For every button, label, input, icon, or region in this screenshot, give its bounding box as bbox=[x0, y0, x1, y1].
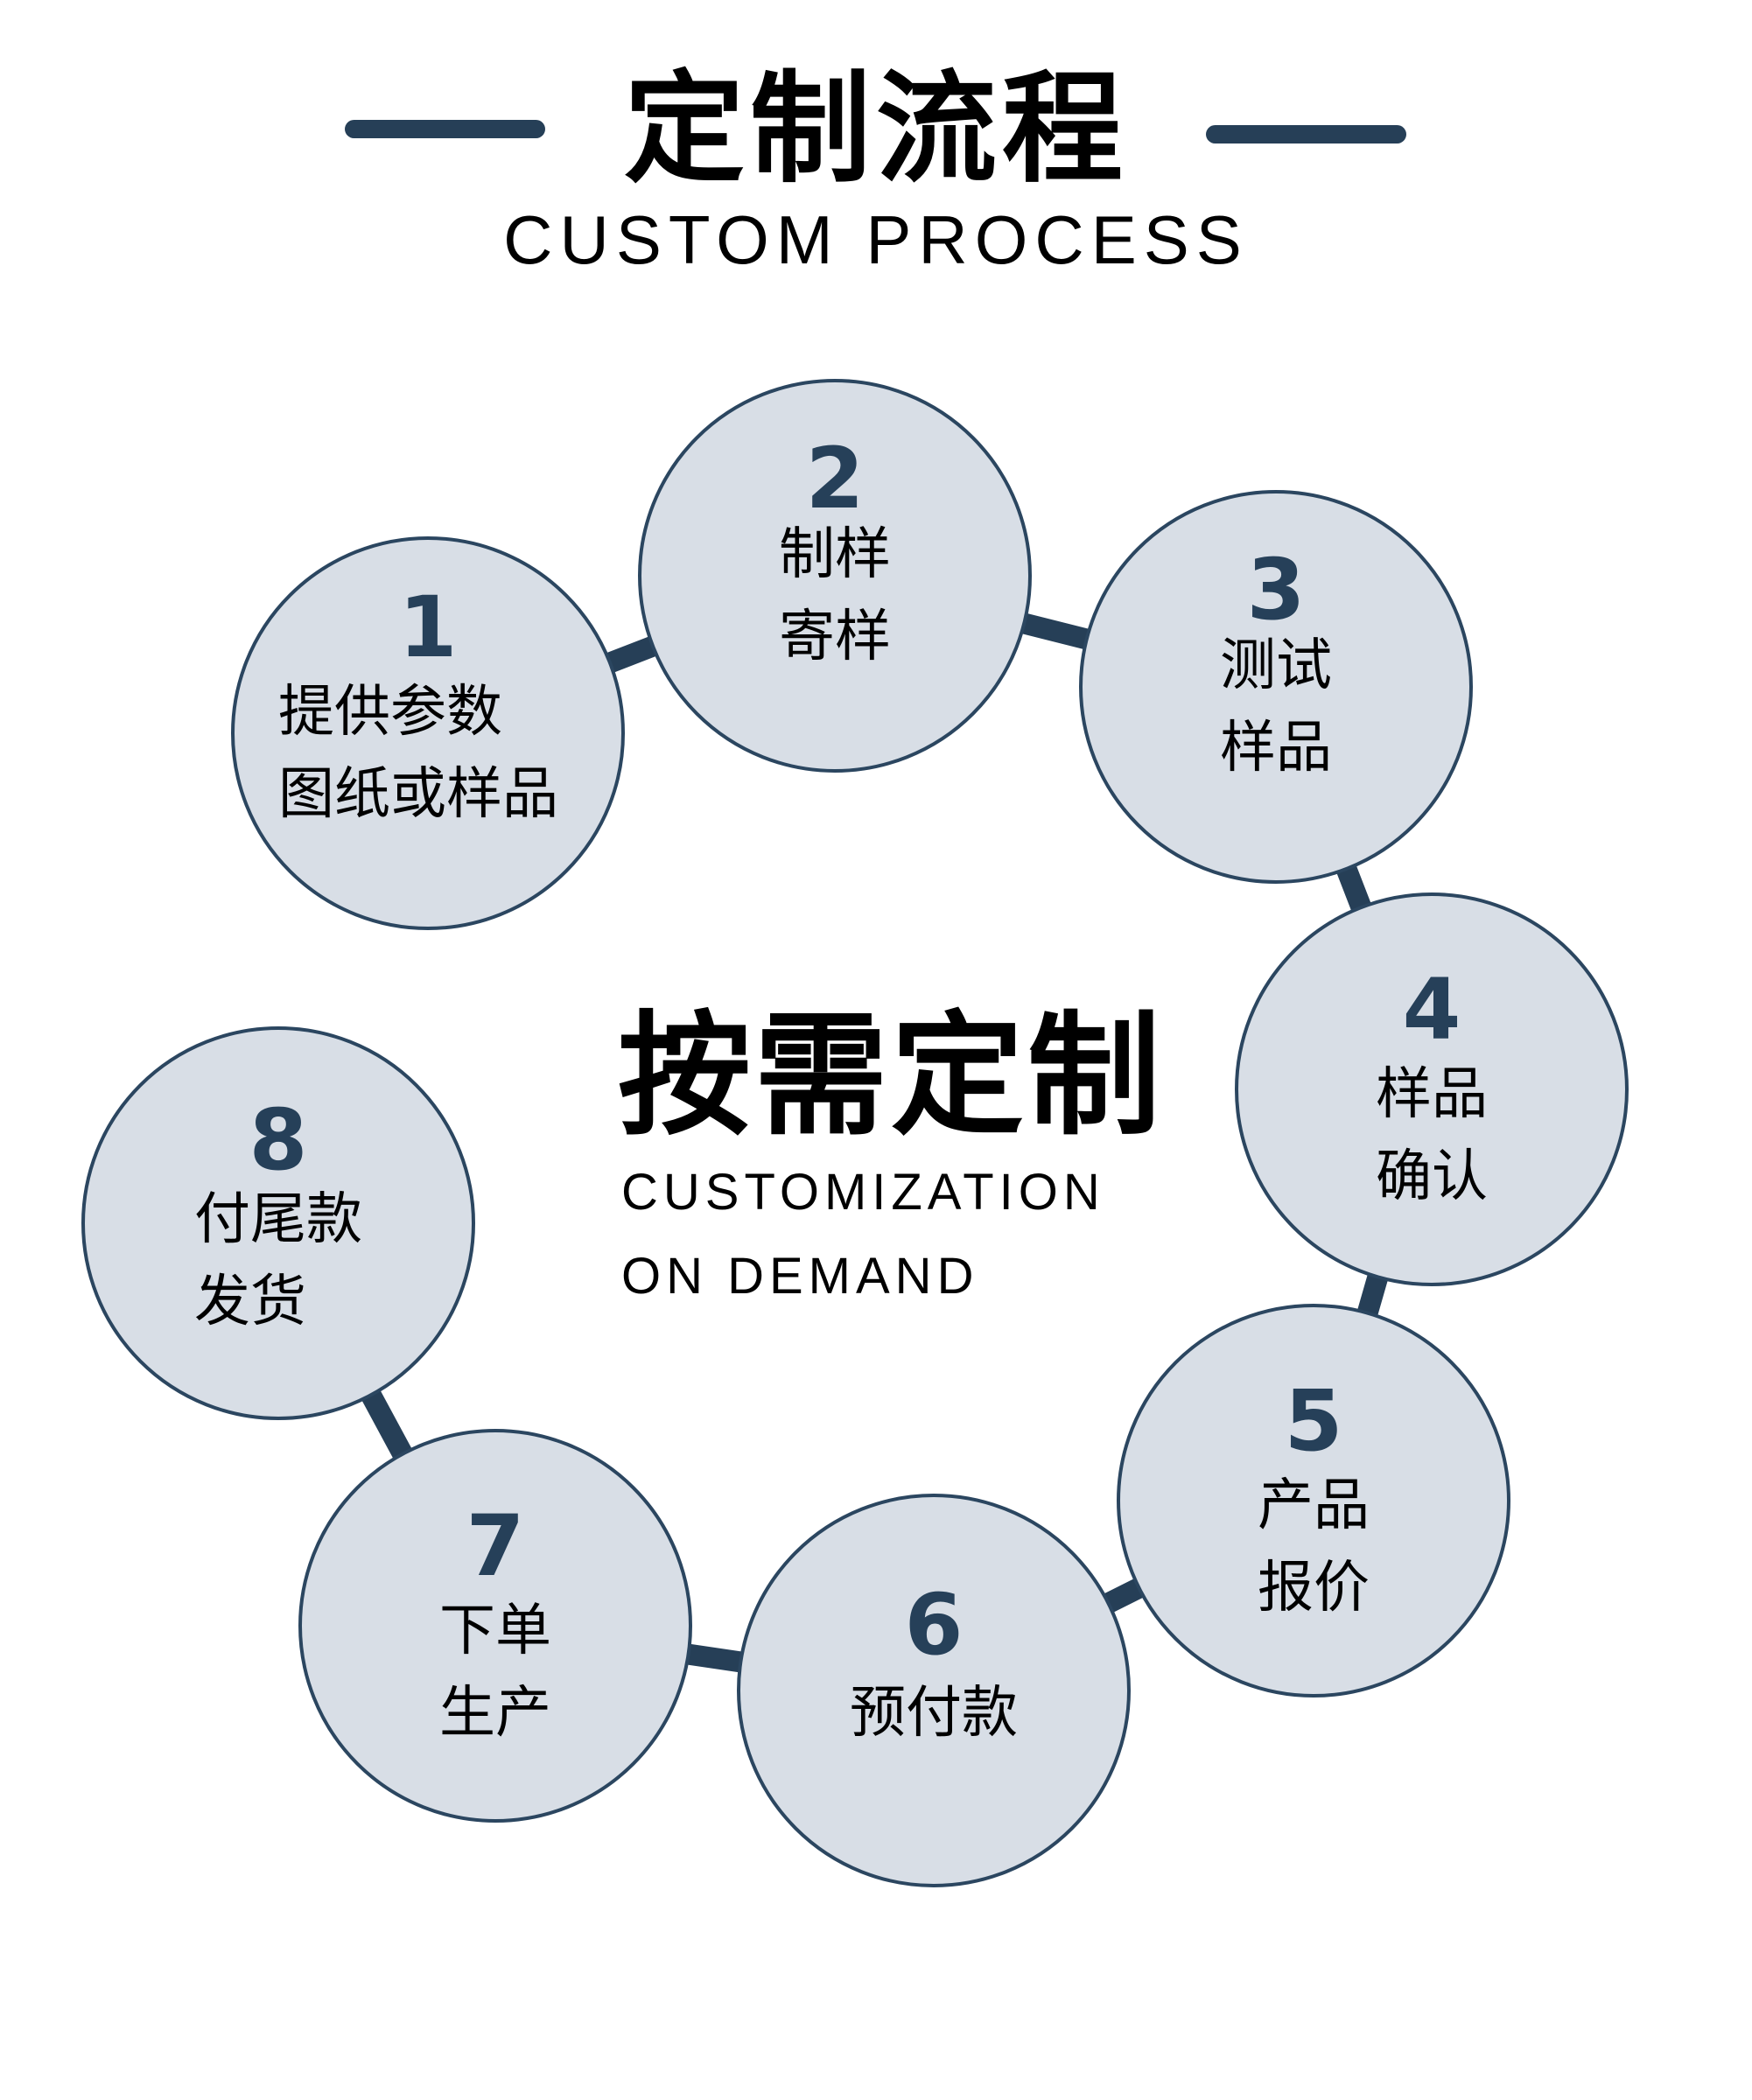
step-label-line1: 产品 bbox=[1258, 1474, 1370, 1538]
step-6: 6 预付款 bbox=[737, 1494, 1131, 1887]
step-number: 2 bbox=[805, 430, 865, 528]
step-label-line2: 样品 bbox=[1220, 716, 1332, 780]
step-label-line1: 样品 bbox=[1376, 1062, 1488, 1127]
header-decor-line-left bbox=[345, 120, 545, 138]
step-label-line2: 报价 bbox=[1258, 1556, 1370, 1620]
step-label-line1: 付尾款 bbox=[194, 1187, 362, 1252]
step-number: 8 bbox=[249, 1091, 308, 1189]
step-4: 4 样品 确认 bbox=[1235, 892, 1629, 1286]
step-label-line1: 提供参数 bbox=[278, 680, 502, 745]
step-number: 3 bbox=[1246, 541, 1306, 639]
step-2: 2 制样 寄样 bbox=[638, 379, 1032, 773]
step-7: 7 下单 生产 bbox=[298, 1429, 692, 1823]
step-5: 5 产品 报价 bbox=[1117, 1304, 1510, 1698]
step-number: 4 bbox=[1402, 961, 1461, 1059]
step-number: 1 bbox=[398, 578, 458, 676]
page-subtitle: CUSTOM PROCESS bbox=[503, 201, 1249, 278]
center-subtitle-line2: ON DEMAND bbox=[621, 1248, 979, 1305]
page-title: 定制流程 bbox=[623, 59, 1128, 200]
step-8: 8 付尾款 发货 bbox=[81, 1026, 475, 1420]
step-label-line1: 预付款 bbox=[850, 1681, 1018, 1746]
center-title: 按需定制 bbox=[618, 998, 1164, 1153]
step-label-line2: 确认 bbox=[1376, 1144, 1488, 1209]
step-3: 3 测试 样品 bbox=[1079, 490, 1473, 884]
step-label-line2: 生产 bbox=[439, 1681, 551, 1746]
step-number: 6 bbox=[904, 1576, 964, 1674]
header-decor-line-right bbox=[1206, 125, 1406, 144]
step-number: 5 bbox=[1284, 1372, 1343, 1470]
step-label-line2: 寄样 bbox=[779, 605, 891, 669]
center-subtitle-line1: CUSTOMIZATION bbox=[621, 1164, 1105, 1221]
step-1: 1 提供参数 图纸或样品 bbox=[231, 536, 625, 930]
step-number: 7 bbox=[466, 1497, 525, 1595]
step-label-line1: 测试 bbox=[1220, 634, 1332, 698]
step-label-line1: 制样 bbox=[779, 522, 891, 587]
step-label-line2: 发货 bbox=[194, 1270, 306, 1334]
step-label-line2: 图纸或样品 bbox=[278, 762, 558, 827]
step-label-line1: 下单 bbox=[439, 1599, 551, 1663]
